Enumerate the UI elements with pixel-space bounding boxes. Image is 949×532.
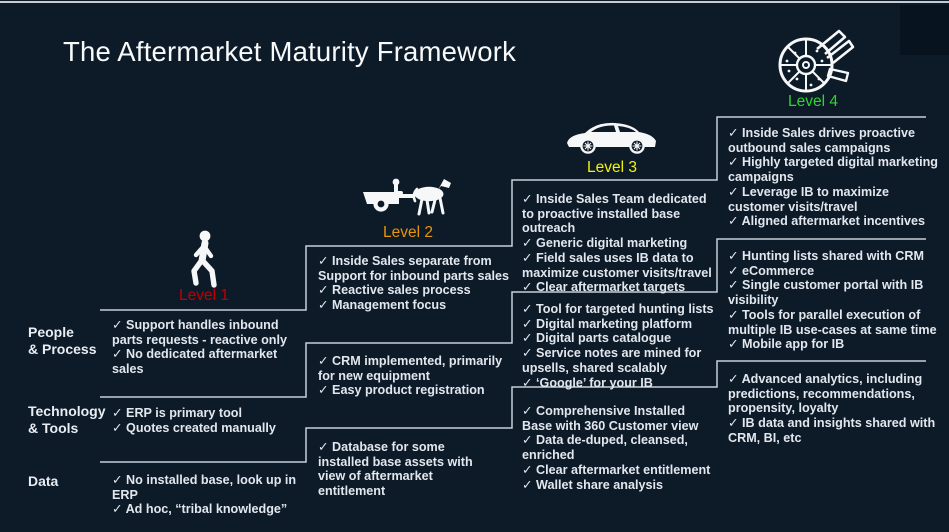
checklist-item: ✓ Wallet share analysis: [522, 477, 663, 492]
level-3-data-cell: ✓ Comprehensive Installed Base with 360 …: [522, 404, 718, 492]
level-1-data-cell: ✓ No installed base, look up in ERP ✓ Ad…: [112, 473, 322, 517]
checklist-item: ✓ ERP is primary tool: [112, 406, 242, 420]
checklist-item: ✓ Leverage IB to maximize customer visit…: [728, 184, 890, 214]
checklist-item: ✓ Tool for targeted hunting lists: [522, 302, 714, 316]
row-label-technology-tools: Technology & Tools: [28, 403, 106, 437]
checklist-item: ✓ Single customer portal with IB visibil…: [728, 278, 924, 308]
car-icon: [564, 116, 659, 158]
data-row-steps: [100, 360, 926, 463]
checklist-item: ✓ Tools for parallel execution of multip…: [728, 307, 937, 337]
level-4-people-cell: ✓ Inside Sales drives proactive outbound…: [728, 126, 942, 229]
checklist-item: ✓ Digital parts catalogue: [522, 331, 672, 346]
checklist-item: ✓ Aligned aftermarket incentives: [728, 214, 925, 229]
level-4-label: Level 4: [788, 93, 838, 110]
checklist-item: ✓ Inside Sales Team dedicated to proacti…: [522, 192, 707, 236]
checklist-item: ✓ Support handles inbound parts requests…: [112, 318, 287, 347]
level-4-data-cell: ✓ Advanced analytics, including predicti…: [728, 372, 942, 446]
top-divider-line: [0, 1, 949, 3]
checklist-item: ✓ Comprehensive Installed Base with 360 …: [522, 404, 699, 433]
level-1-technology-cell: ✓ ERP is primary tool ✓ Quotes created m…: [112, 406, 310, 435]
checklist-item: ✓ Generic digital marketing: [522, 236, 688, 251]
checklist-item: ✓ Field sales uses IB data to maximize c…: [522, 250, 712, 280]
level-1-label: Level 1: [179, 287, 229, 304]
checklist-item: ✓ Clear aftermarket entitlement: [522, 462, 711, 477]
checklist-item: ✓ Data de-duped, cleansed, enriched: [522, 433, 688, 463]
row-label-data: Data: [28, 473, 59, 489]
checklist-item: ✓ Highly targeted digital marketing camp…: [728, 155, 938, 185]
row-label-people-process: People & Process: [28, 324, 97, 358]
top-right-dark-patch: [900, 5, 949, 55]
people-row-steps: [100, 116, 926, 311]
checklist-item: ✓ Easy product registration: [318, 383, 485, 398]
checklist-item: ✓ Ad hoc, “tribal knowledge”: [112, 502, 288, 517]
checklist-item: ✓ No dedicated aftermarket sales: [112, 347, 278, 377]
level-2-label: Level 2: [383, 224, 433, 241]
technology-row-steps: [100, 238, 926, 398]
level-4-technology-cell: ✓ Hunting lists shared with CRM ✓ eComme…: [728, 249, 942, 352]
checklist-item: ✓ Clear aftermarket targets: [522, 280, 686, 295]
checklist-item: ✓ Reactive sales process: [318, 283, 471, 298]
checklist-item: ✓ Mobile app for IB: [728, 337, 845, 352]
walking-person-icon: [184, 230, 222, 288]
checklist-item: ✓ Database for some installed base asset…: [318, 440, 473, 499]
checklist-item: ✓ Hunting lists shared with CRM: [728, 249, 924, 263]
level-2-data-cell: ✓ Database for some installed base asset…: [318, 440, 498, 499]
checklist-item: ✓ Digital marketing platform: [522, 316, 693, 331]
horse-cart-icon: [362, 175, 454, 217]
level-3-label: Level 3: [587, 159, 637, 176]
checklist-item: ✓ Quotes created manually: [112, 420, 276, 435]
level-2-people-cell: ✓ Inside Sales separate from Support for…: [318, 254, 510, 313]
checklist-item: ✓ Inside Sales drives proactive outbound…: [728, 126, 915, 155]
spaceship-icon: [775, 23, 855, 95]
level-3-people-cell: ✓ Inside Sales Team dedicated to proacti…: [522, 192, 718, 295]
level-2-technology-cell: ✓ CRM implemented, primarily for new equ…: [318, 354, 510, 398]
level-3-technology-cell: ✓ Tool for targeted hunting lists ✓ Digi…: [522, 302, 718, 390]
checklist-item: ✓ CRM implemented, primarily for new equ…: [318, 354, 503, 383]
checklist-item: ✓ Service notes are mined for upsells, s…: [522, 346, 702, 375]
page-title: The Aftermarket Maturity Framework: [63, 36, 517, 67]
checklist-item: ✓ IB data and insights shared with CRM, …: [728, 416, 936, 445]
checklist-item: ✓ Advanced analytics, including predicti…: [728, 372, 923, 416]
checklist-item: ✓ ‘Google’ for your IB: [522, 375, 653, 390]
level-1-people-cell: ✓ Support handles inbound parts requests…: [112, 318, 310, 377]
checklist-item: ✓ Inside Sales separate from Support for…: [318, 254, 510, 283]
checklist-item: ✓ No installed base, look up in ERP: [112, 473, 297, 502]
checklist-item: ✓ Management focus: [318, 298, 447, 313]
checklist-item: ✓ eCommerce: [728, 263, 815, 278]
